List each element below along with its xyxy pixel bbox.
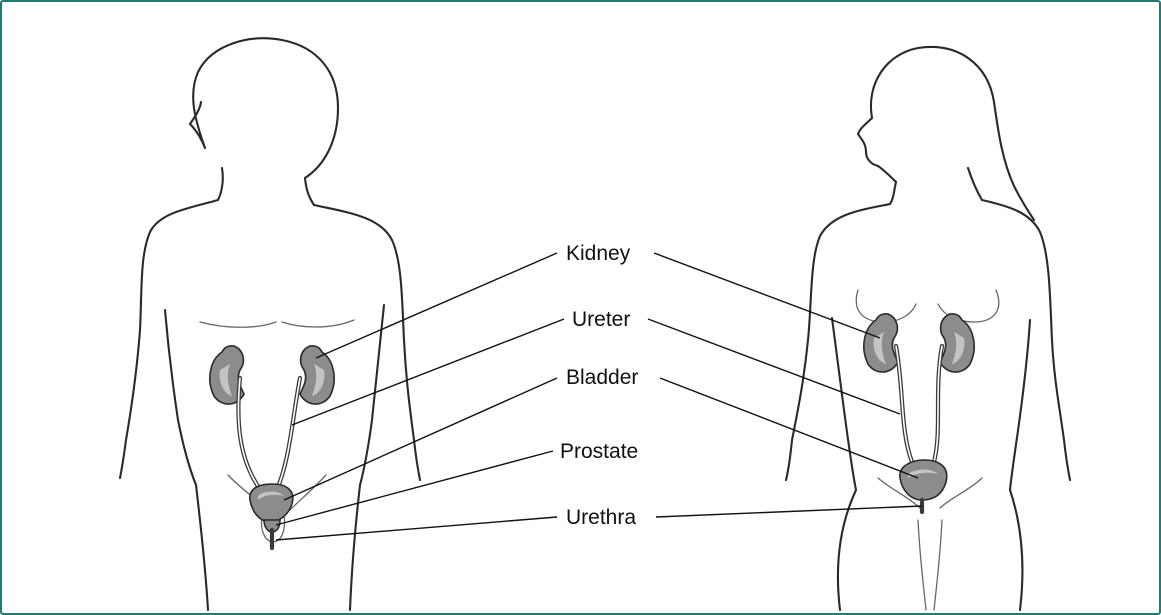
female-ureters	[896, 346, 942, 462]
male-arm-left-inner	[165, 310, 196, 485]
male-ureters	[238, 378, 300, 492]
label-urethra: Urethra	[276, 506, 922, 540]
male-figure	[120, 38, 420, 610]
male-head-outline	[190, 38, 338, 178]
female-bladder	[900, 460, 947, 500]
label-ureter-text: Ureter	[572, 308, 630, 331]
male-neck	[218, 168, 314, 205]
leader-urethra-female	[656, 506, 922, 517]
leader-urethra-male	[276, 517, 557, 540]
male-torso-left	[120, 200, 218, 478]
male-kidney-right	[300, 346, 334, 404]
female-torso-right	[982, 200, 1070, 480]
label-kidney-text: Kidney	[566, 242, 631, 265]
male-arm-right-inner	[360, 305, 384, 485]
female-arm-left-inner	[832, 318, 856, 490]
label-bladder: Bladder	[284, 366, 918, 500]
leader-kidney-male	[316, 253, 557, 358]
female-kidney-right	[940, 314, 974, 372]
leader-ureter-female	[648, 319, 900, 414]
female-kidney-left	[864, 314, 898, 372]
leader-kidney-female	[654, 253, 880, 338]
male-pectoral-line	[200, 320, 354, 327]
label-bladder-text: Bladder	[566, 366, 638, 389]
leader-prostate-male	[276, 451, 553, 525]
female-legs-inner	[918, 520, 942, 610]
female-hair-outline	[871, 47, 1034, 220]
female-face	[858, 118, 896, 182]
female-neck	[890, 168, 982, 204]
label-prostate-text: Prostate	[560, 440, 638, 463]
male-torso-right	[314, 205, 420, 480]
female-arm-right-inner	[1010, 320, 1030, 490]
label-urethra-text: Urethra	[566, 506, 636, 529]
female-figure	[786, 47, 1070, 610]
male-bladder	[250, 484, 293, 522]
label-kidney: Kidney	[316, 242, 880, 358]
